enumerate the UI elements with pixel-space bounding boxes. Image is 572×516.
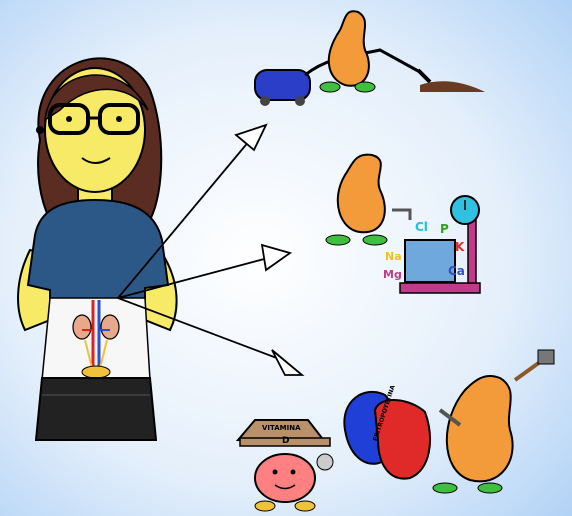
black-skirt bbox=[36, 378, 156, 440]
label-p: P bbox=[440, 222, 449, 236]
label-k: K bbox=[455, 240, 464, 254]
label-cl: Cl bbox=[415, 220, 428, 234]
label-mg: Mg bbox=[383, 268, 402, 281]
label-vitamin-bottom: D bbox=[282, 436, 289, 446]
label-vitamin-top: VITAMINA bbox=[262, 424, 301, 432]
label-na: Na bbox=[385, 250, 402, 263]
blue-top bbox=[28, 200, 168, 300]
vitamin-d-character bbox=[255, 454, 315, 502]
scale-base bbox=[400, 283, 480, 293]
vacuum-cleaner bbox=[255, 70, 310, 100]
wind-up-key-icon bbox=[317, 454, 333, 470]
label-ca: Ca bbox=[448, 264, 465, 278]
